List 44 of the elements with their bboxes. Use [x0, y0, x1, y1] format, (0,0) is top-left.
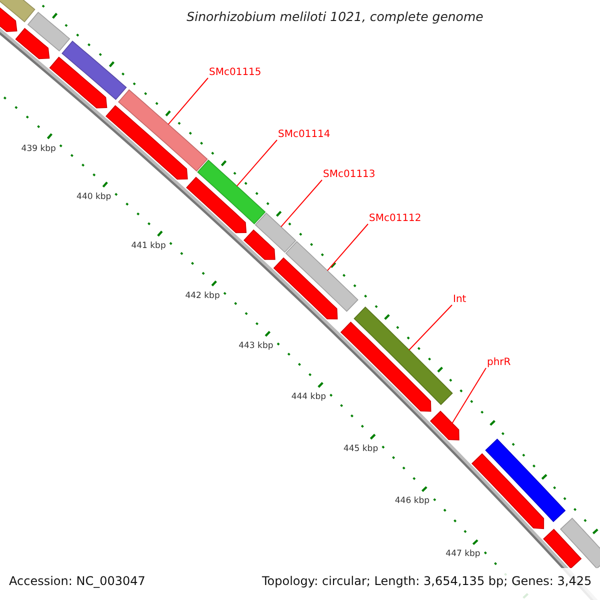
gene-bar [118, 89, 208, 172]
gene-bar [560, 518, 600, 570]
gene-bar [62, 40, 127, 100]
scale-label: 445 kbp [343, 444, 378, 454]
gene-feature [15, 28, 50, 60]
leader-line [280, 180, 322, 228]
gene-bar [27, 12, 70, 52]
gene-feature [340, 322, 432, 412]
scale-label: 440 kbp [76, 192, 112, 202]
leader-line [452, 368, 486, 424]
scale-label: 441 kbp [131, 241, 166, 252]
scale-label: 447 kbp [446, 548, 480, 559]
gene-feature [106, 105, 188, 180]
gene-feature [244, 229, 276, 260]
gene-bar [0, 0, 36, 22]
gene-label: SMc01114 [278, 129, 330, 141]
leader-line [168, 78, 208, 125]
gene-feature [430, 410, 460, 440]
scale-label: 442 kbp [185, 290, 220, 301]
genome-info-text: Topology: circular; Length: 3,654,135 bp; Genes: 3,425 [262, 574, 592, 588]
scale-label: 439 kbp [21, 144, 56, 154]
gene-label: SMc01113 [323, 169, 376, 181]
gene-label: phrR [487, 357, 511, 369]
gene-bar [285, 241, 358, 312]
gene-bar [197, 160, 266, 224]
gene-label: SMc01115 [209, 67, 262, 79]
leader-line [408, 304, 452, 350]
gene-bar [354, 306, 453, 406]
scale-label: 443 kbp [238, 341, 274, 352]
gene-feature [543, 528, 582, 569]
scale-label: 446 kbp [394, 496, 430, 506]
title: Sinorhizobium meliloti 1021, complete genome [186, 9, 484, 24]
gene-bar [485, 438, 566, 522]
gene-feature [49, 56, 108, 108]
gene-label: SMc01112 [369, 213, 422, 225]
gene-bar [254, 212, 296, 253]
leader-line [236, 140, 278, 187]
scale-label: 444 kbp [291, 392, 326, 402]
gene-label: Int [453, 294, 466, 306]
gene-feature [186, 176, 247, 234]
leader-line [326, 224, 368, 272]
gene-feature [273, 257, 338, 320]
accession-text: Accession: NC_003047 [9, 574, 146, 588]
gene-feature [471, 453, 544, 530]
